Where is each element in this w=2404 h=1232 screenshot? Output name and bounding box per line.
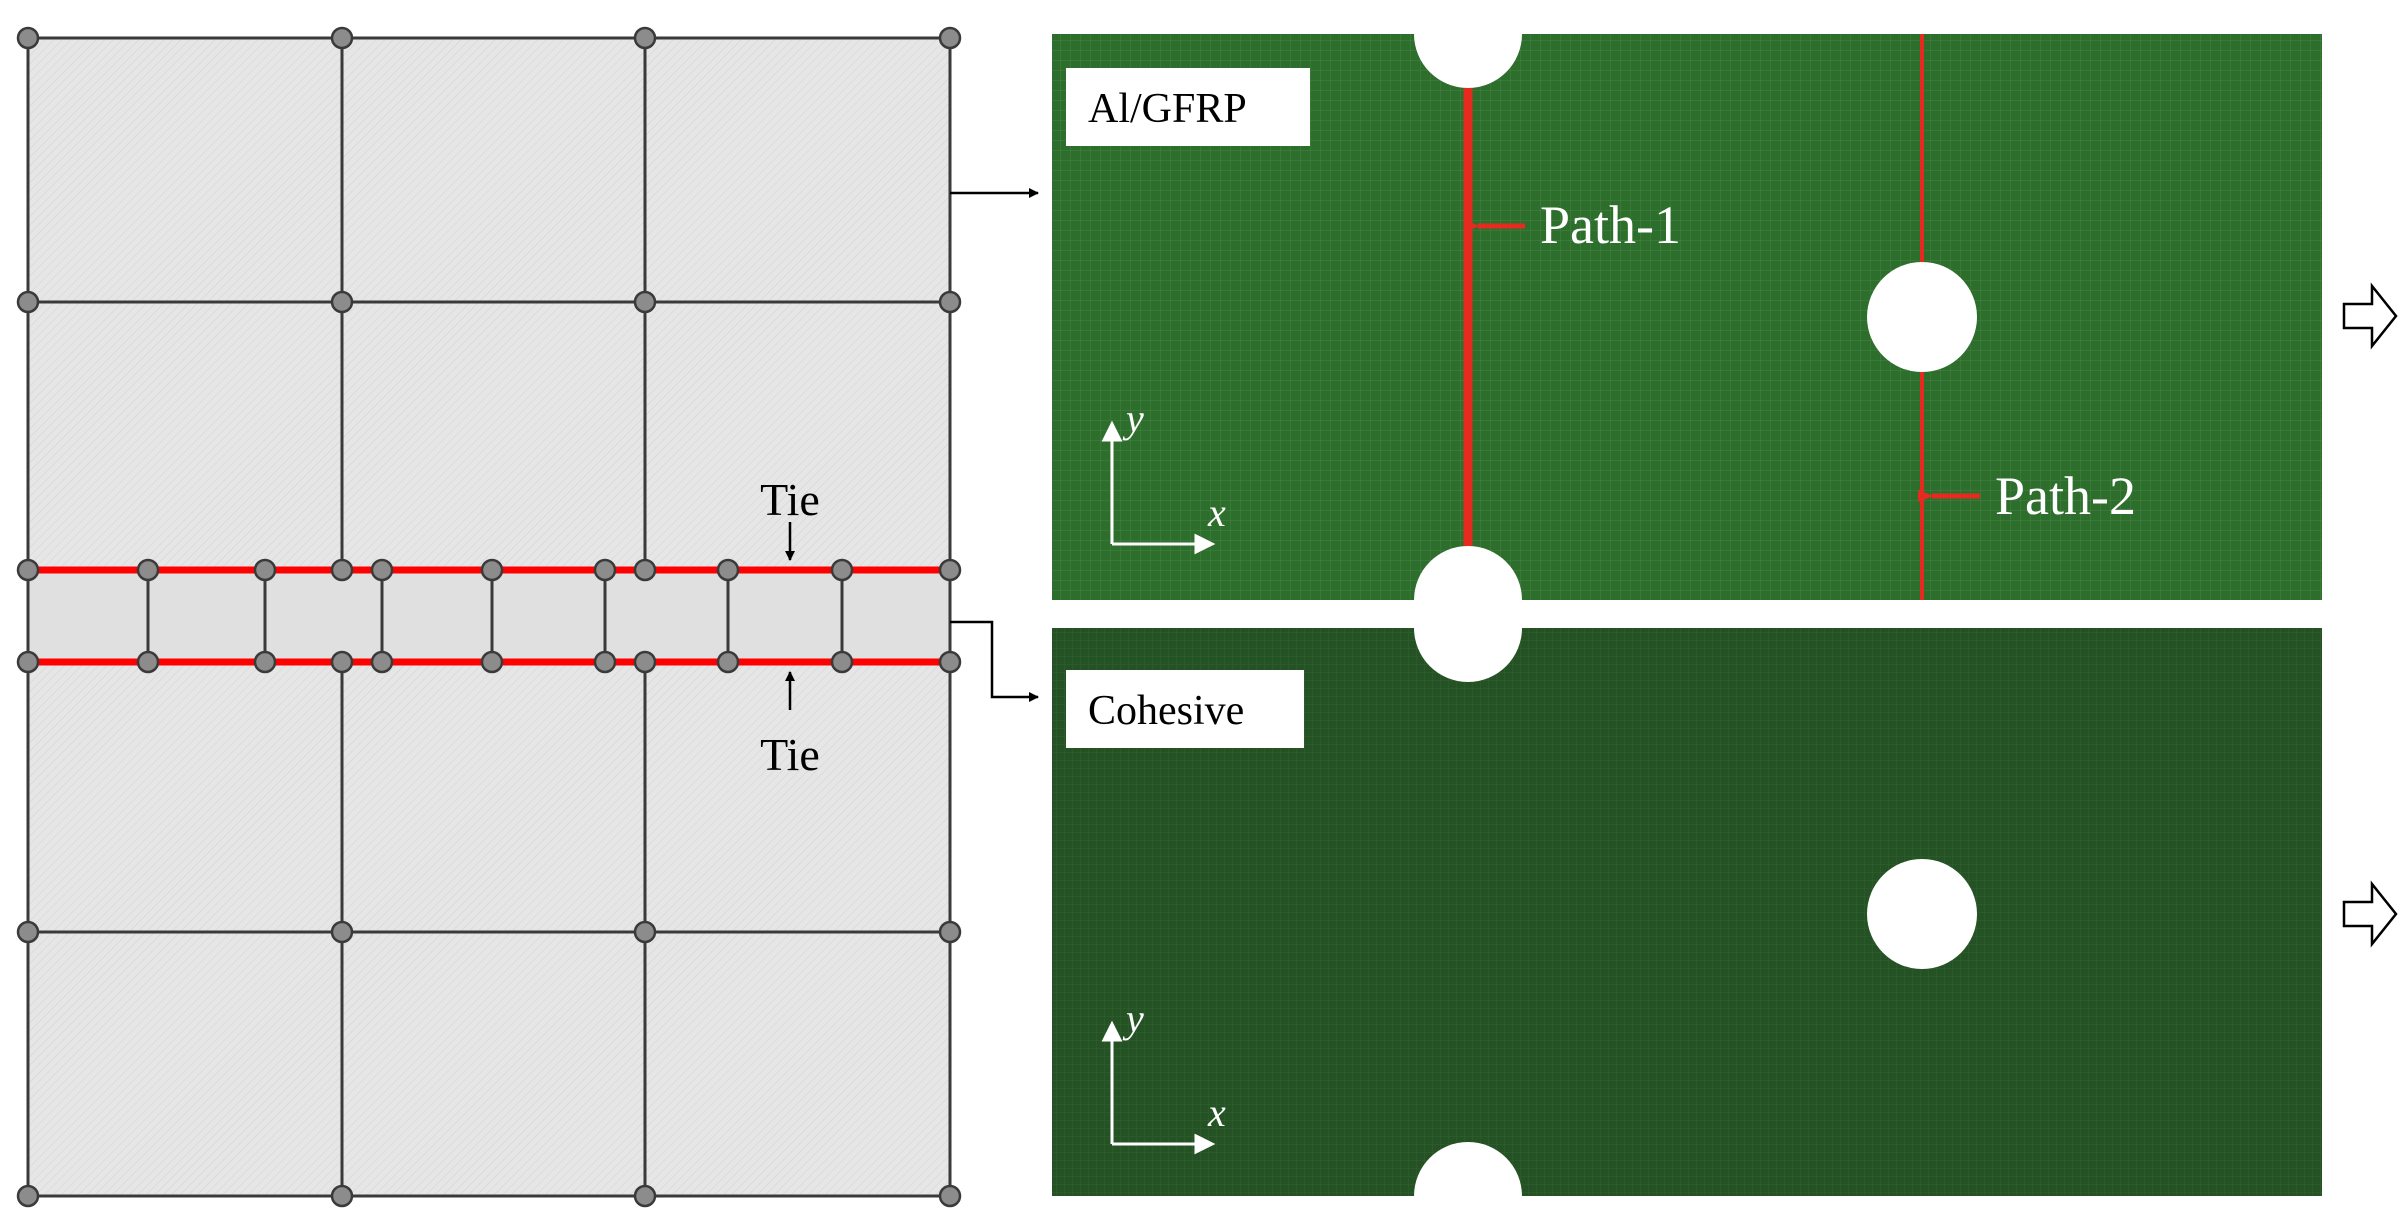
mesh-schematic: Tie Tie [16, 26, 962, 1208]
adherend-label-box [1066, 68, 1310, 146]
cohesive-label: Cohesive [1088, 688, 1244, 734]
path-1-label: Path-1 [1540, 195, 1681, 255]
tie-label-top: Tie [760, 474, 820, 525]
adherend-hole [1867, 262, 1977, 372]
axis-x-label-top: x [1207, 490, 1226, 535]
cohesive-label-box [1066, 670, 1304, 748]
axis-triad-bottom [1101, 1020, 1216, 1155]
axis-triad-top [1101, 420, 1216, 555]
mesh-lower-block [26, 662, 952, 1198]
mesh-upper-block [26, 36, 952, 574]
axis-y-label-bottom: y [1122, 996, 1144, 1041]
axis-y-label-top: y [1122, 396, 1144, 441]
path-2-label: Path-2 [1995, 466, 2136, 526]
cohesive-element-verticals [146, 570, 844, 662]
cohesive-notch-top [1414, 574, 1522, 682]
adherend-panel: Al/GFRP Path-1 Path-2 y x [1052, 0, 2322, 654]
cohesive-notch-bottom [1414, 1142, 1522, 1232]
mesh-interface-band [28, 572, 950, 664]
axis-x-label-bottom: x [1207, 1090, 1226, 1135]
connector-to-cohesive [950, 620, 1039, 702]
cohesive-hole [1867, 859, 1977, 969]
load-arrow-top-icon [2342, 282, 2398, 350]
adherend-notch-top [1414, 0, 1522, 88]
load-arrow-bottom-icon [2342, 880, 2398, 948]
adherend-label: Al/GFRP [1088, 86, 1247, 132]
cohesive-panel: Cohesive y x [1052, 574, 2322, 1232]
connector-arrows [950, 188, 1039, 702]
tie-label-bottom: Tie [760, 729, 820, 780]
mesh-nodes [16, 26, 962, 1208]
